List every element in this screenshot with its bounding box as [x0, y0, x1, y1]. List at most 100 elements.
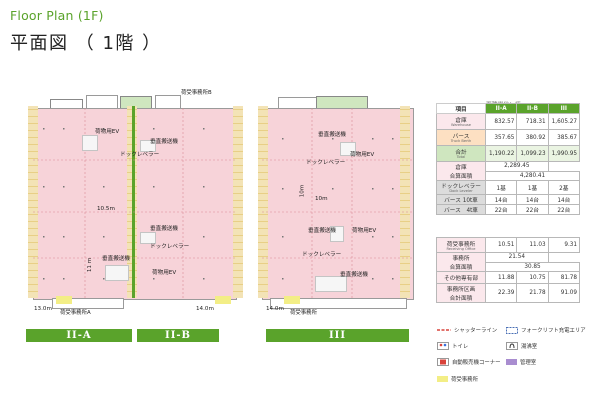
dock-leveler-label-3: ドックレベラー	[306, 160, 346, 166]
cell: 832.57	[484, 113, 518, 130]
freight-ev-label-1: 荷物用EV	[95, 129, 120, 135]
cell: 91.09	[547, 283, 581, 304]
cell: 21.54	[485, 252, 549, 263]
cell: 21.78	[516, 283, 549, 304]
row-label: 事務所区画合計面積	[436, 283, 486, 304]
row-label: 倉庫合算面積	[436, 160, 486, 182]
freight-elevator-left-top	[82, 135, 98, 151]
freight-ev-label-3: 荷物用EV	[350, 152, 375, 158]
cell: 1,190.22	[484, 145, 518, 162]
cell: 11.88	[484, 271, 518, 285]
table-row: 倉庫合算面積 2,289.45	[436, 160, 581, 182]
cell: 81.78	[547, 271, 581, 285]
vertical-conveyor-right-mid	[330, 226, 344, 242]
table-row: 事務所区画合計面積 22.39 21.78 91.09	[436, 283, 581, 304]
cell: 385.67	[547, 129, 581, 146]
cell: 2基	[547, 180, 581, 196]
cell: 718.31	[516, 113, 549, 130]
dim-11m: 11 m	[87, 257, 94, 273]
berth-right	[233, 106, 243, 298]
cell: 2,289.45	[485, 161, 549, 172]
cell: 380.92	[516, 129, 549, 146]
vertical-conveyor-label-4: 垂直搬送機	[318, 132, 346, 138]
section-bar-iii: III	[266, 329, 409, 342]
shutter-line-icon	[437, 329, 451, 331]
header-item: 項目	[436, 103, 486, 114]
page-title-en: Floor Plan (1F)	[10, 8, 104, 23]
dim-13m: 13.0m	[34, 306, 52, 312]
cell: 9.31	[547, 237, 581, 253]
column-grid-left	[33, 108, 235, 298]
vertical-conveyor-label-5: 垂直搬送機	[308, 228, 336, 234]
dock-leveler-label-4: ドックレベラー	[302, 252, 342, 258]
header-ii-a: II-A	[484, 103, 518, 114]
vertical-conveyor-left-bottom	[105, 265, 129, 281]
section-divider	[132, 106, 135, 298]
cell: 22.39	[484, 283, 518, 304]
cell: 11.03	[516, 237, 549, 253]
inquiry-office-a-box	[56, 296, 72, 304]
manager-room-swatch	[506, 359, 517, 365]
dock-leveler-label-2: ドックレベラー	[150, 244, 190, 250]
toilet-icon	[437, 342, 449, 350]
cell: 10.51	[484, 237, 518, 253]
bottom-strip-right	[270, 298, 407, 309]
floor-area-right	[262, 108, 414, 300]
page-title-ja: 平面図 （ 1階 ）	[10, 33, 162, 54]
hot-water-icon	[506, 342, 518, 350]
freight-elevator-right-top	[340, 142, 356, 156]
freight-ev-label-4: 荷物用EV	[352, 228, 377, 234]
cell: 14台	[547, 194, 581, 206]
vertical-conveyor-label-3: 垂直搬送機	[102, 256, 130, 262]
dim-10m: 10m	[315, 196, 328, 202]
vertical-conveyor-label-1: 垂直搬送機	[150, 139, 178, 145]
table-row: バース 4t車 22台 22台 22台	[436, 204, 581, 216]
row-label: バース 10t車	[436, 194, 486, 206]
vertical-conveyor-label-6: 垂直搬送機	[340, 272, 368, 278]
cell: 22台	[484, 204, 518, 216]
cell: 10.75	[516, 271, 549, 285]
legend-manager-room: 管理室	[506, 358, 536, 366]
legend-hot-water-room: 湯沸室	[506, 342, 537, 350]
dim-14m-right: 14.0m	[266, 306, 284, 312]
cell: 14台	[516, 194, 549, 206]
inquiry-office-swatch	[437, 376, 448, 382]
inquiry-office-c-box	[284, 296, 300, 304]
forklift-area-icon	[506, 326, 518, 334]
cell: 30.85	[485, 261, 580, 273]
berth-left	[28, 106, 38, 298]
vertical-conveyor-left-top	[140, 140, 156, 152]
area-table-header: 項目 II-A II-B III	[436, 103, 581, 114]
dim-10m-vert: 10m	[299, 184, 306, 198]
section-bar-ii-b: II-B	[137, 329, 219, 342]
legend-forklift-area: フォークリフト充電エリア	[506, 326, 586, 334]
legend-shutter-line: シャッターライン	[437, 326, 497, 334]
cell: 22台	[516, 204, 549, 216]
cell: 22台	[547, 204, 581, 216]
berth-right-right	[400, 106, 410, 298]
dim-10-5m: 10.5m	[97, 206, 115, 212]
legend-inquiry-office: 荷受事務所	[437, 375, 478, 383]
cell: 1基	[484, 180, 518, 196]
legend-toilet: トイレ	[437, 342, 468, 350]
vertical-conveyor-right-bottom	[315, 276, 347, 292]
cell: 1,990.95	[547, 145, 581, 162]
bottom-strip-left	[52, 298, 124, 309]
row-label: その他専有部	[436, 271, 486, 285]
inquiry-office-label-right: 荷受事務所	[290, 310, 317, 316]
dim-14m-left: 14.0m	[196, 306, 214, 312]
dock-leveler-label-1: ドックレベラー	[120, 152, 160, 158]
table-row: バース 10t車 14台 14台 14台	[436, 194, 581, 206]
section-bar-ii-a: II-A	[26, 329, 132, 342]
freight-ev-label-2: 荷物用EV	[152, 270, 177, 276]
vending-machine-icon	[437, 358, 449, 366]
